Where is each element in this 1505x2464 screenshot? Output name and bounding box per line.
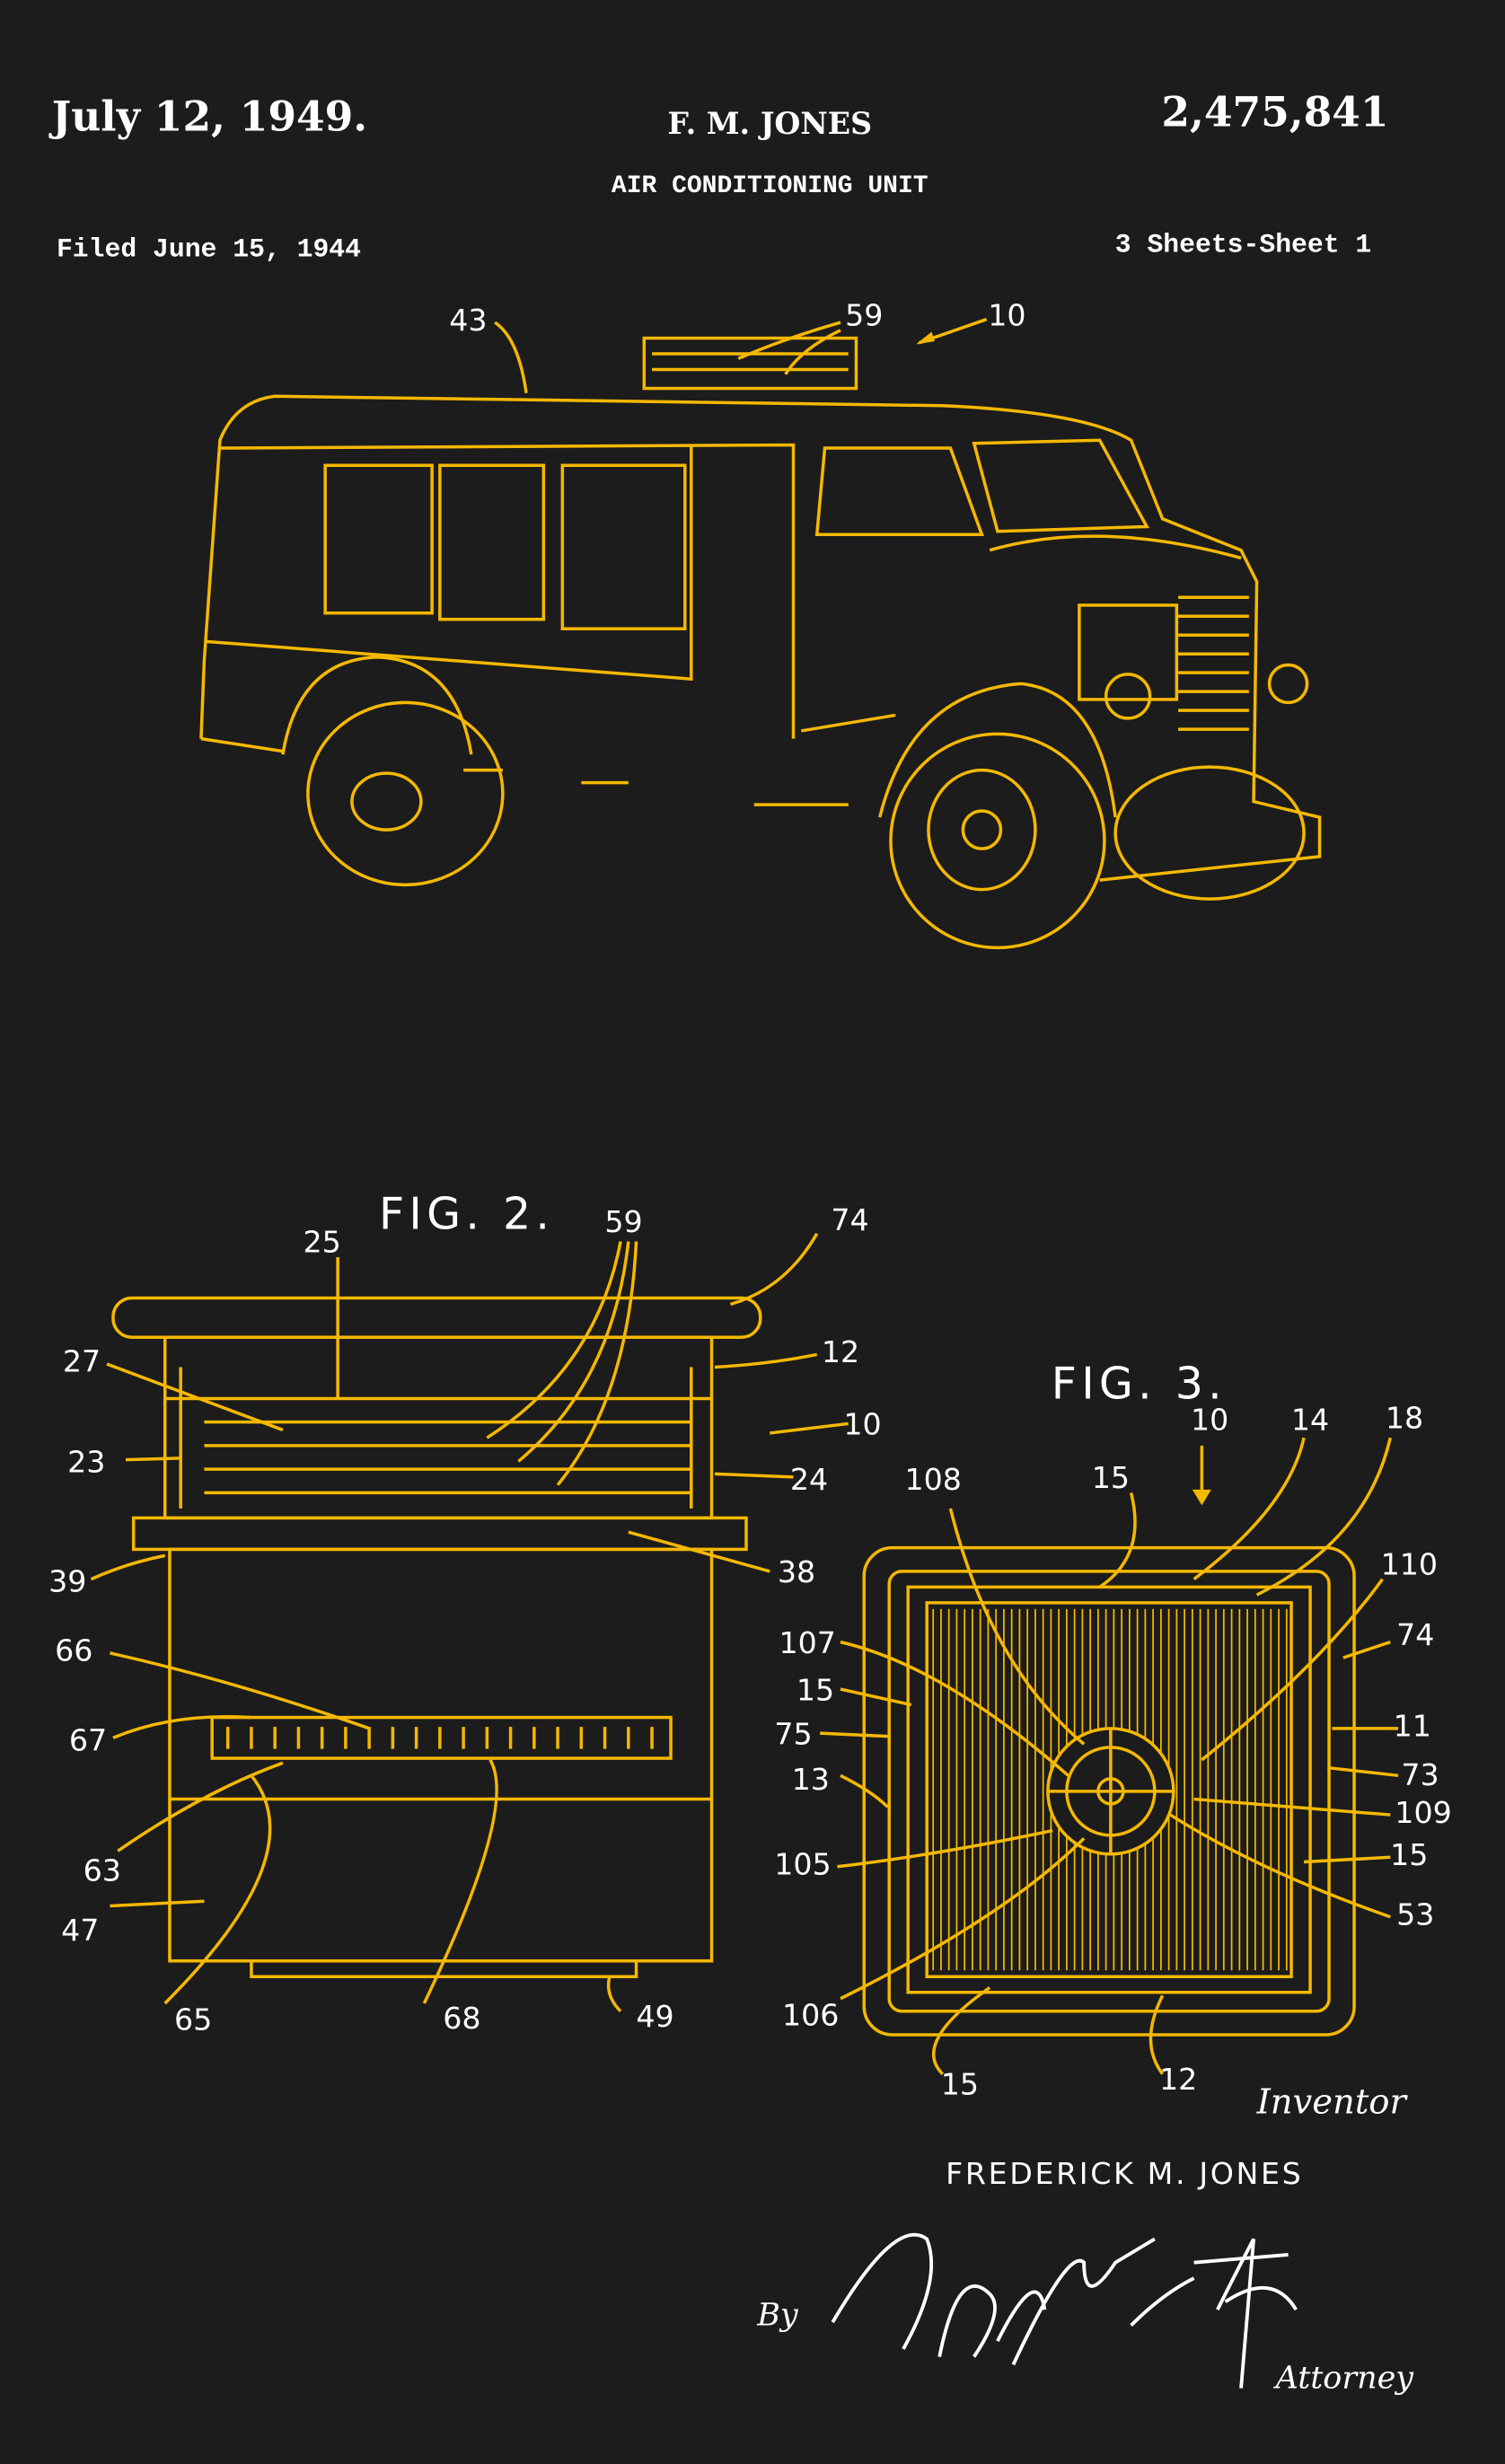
reference-numeral: 10 bbox=[1191, 1402, 1228, 1437]
reference-numeral: 13 bbox=[792, 1762, 830, 1797]
reference-numeral: 25 bbox=[303, 1225, 340, 1260]
reference-numeral: 12 bbox=[822, 1334, 859, 1369]
reference-numeral: 67 bbox=[69, 1722, 107, 1757]
reference-numeral: 49 bbox=[636, 1999, 673, 2034]
reference-numeral: 73 bbox=[1401, 1757, 1439, 1792]
inventor-caption: Inventor bbox=[1256, 2081, 1409, 2122]
reference-numeral: 24 bbox=[790, 1462, 828, 1497]
reference-numeral: 53 bbox=[1396, 1897, 1434, 1932]
reference-numeral: 39 bbox=[48, 1564, 86, 1599]
reference-numeral: 15 bbox=[1390, 1837, 1428, 1872]
reference-numeral: 47 bbox=[61, 1913, 99, 1948]
fig3-drawing bbox=[820, 1437, 1399, 2075]
reference-numeral: 12 bbox=[1159, 2062, 1197, 2097]
patent-number: 2,475,841 bbox=[1161, 87, 1388, 136]
reference-numeral: 18 bbox=[1386, 1401, 1423, 1436]
reference-numeral: 59 bbox=[845, 298, 883, 333]
reference-numeral: 59 bbox=[604, 1204, 642, 1239]
attorney-caption: Attorney bbox=[1273, 2361, 1415, 2397]
reference-numeral: 38 bbox=[778, 1554, 815, 1589]
fig1-truck-drawing bbox=[199, 317, 1322, 950]
reference-numeral: 65 bbox=[174, 2002, 212, 2037]
fig2-title: FIG. 2. bbox=[379, 1189, 554, 1240]
reference-numeral: 15 bbox=[1092, 1460, 1130, 1495]
fig3-title: FIG. 3. bbox=[1052, 1358, 1227, 1409]
reference-numeral: 105 bbox=[774, 1847, 831, 1882]
reference-numeral: 68 bbox=[443, 2001, 480, 2036]
reference-numeral: 107 bbox=[779, 1625, 836, 1660]
by-caption: By bbox=[756, 2298, 799, 2334]
reference-numeral: 74 bbox=[831, 1202, 868, 1237]
reference-numeral: 108 bbox=[904, 1462, 961, 1497]
reference-numeral: 66 bbox=[55, 1633, 92, 1668]
reference-numeral: 15 bbox=[941, 2066, 979, 2101]
reference-numeral: 10 bbox=[988, 298, 1025, 333]
patent-title: AIR CONDITIONING UNIT bbox=[612, 172, 929, 200]
attorney-signature bbox=[831, 2232, 1298, 2389]
reference-numeral: 23 bbox=[67, 1445, 105, 1480]
reference-numeral: 43 bbox=[449, 303, 487, 338]
reference-numeral: 63 bbox=[84, 1853, 121, 1888]
reference-numeral: 10 bbox=[843, 1407, 881, 1442]
patent-date: July 12, 1949. bbox=[48, 92, 367, 141]
inventor-short: F. M. JONES bbox=[667, 106, 872, 141]
reference-numeral: 11 bbox=[1394, 1709, 1431, 1744]
sheet-count: 3 Sheets-Sheet 1 bbox=[1115, 229, 1372, 260]
inventor-name: FREDERICK M. JONES bbox=[946, 2156, 1303, 2191]
reference-numeral: 74 bbox=[1396, 1617, 1434, 1652]
reference-numeral: 109 bbox=[1395, 1795, 1451, 1830]
reference-numeral: 14 bbox=[1291, 1402, 1329, 1437]
reference-numeral: 75 bbox=[774, 1716, 812, 1751]
filed-date: Filed June 15, 1944 bbox=[57, 234, 361, 265]
reference-numeral: 106 bbox=[782, 1997, 839, 2032]
reference-numeral: 27 bbox=[63, 1344, 101, 1379]
reference-numeral: 15 bbox=[797, 1672, 834, 1707]
fig2-drawing bbox=[90, 1232, 849, 2012]
reference-numeral: 110 bbox=[1381, 1546, 1438, 1581]
